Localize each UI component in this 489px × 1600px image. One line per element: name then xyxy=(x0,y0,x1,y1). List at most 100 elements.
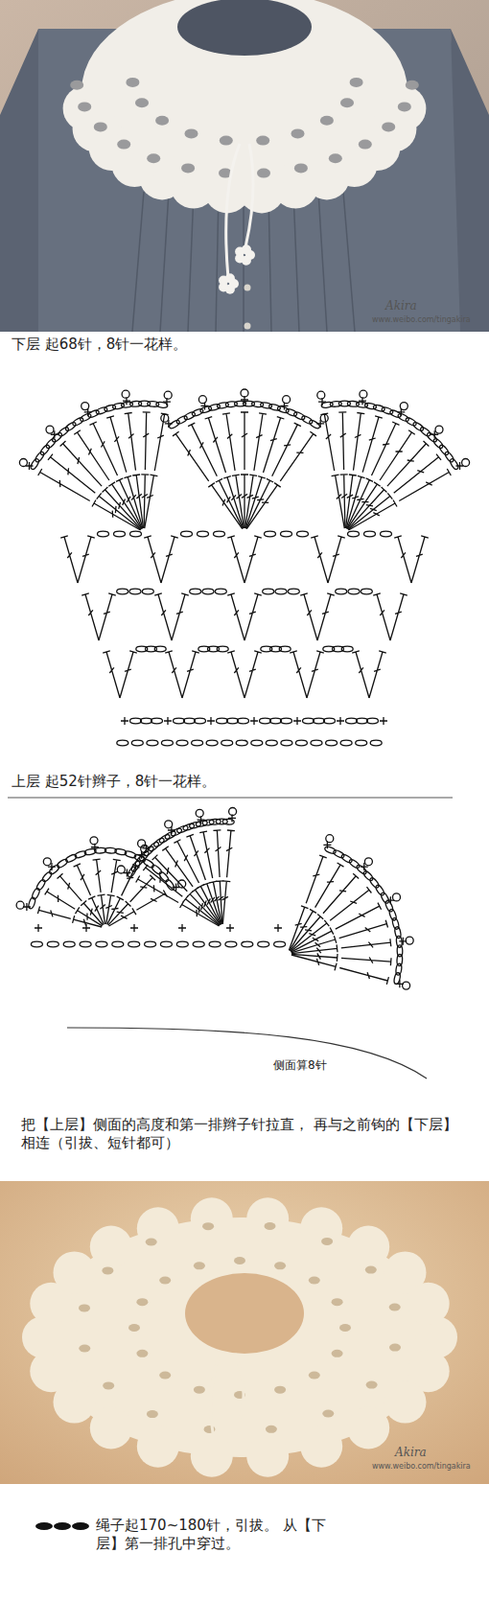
single-crochet xyxy=(240,395,249,404)
chain-stitch xyxy=(302,718,315,724)
single-crochet xyxy=(34,924,43,932)
collar-hole xyxy=(339,1324,351,1332)
chain-stitch xyxy=(287,588,300,595)
double-crochet xyxy=(109,908,137,927)
chain-stitch xyxy=(216,646,229,652)
collar-hole xyxy=(159,1277,171,1285)
picot xyxy=(46,425,54,434)
double-crochet xyxy=(111,859,121,893)
watermark: Akira xyxy=(395,1445,482,1460)
chain-stitch xyxy=(161,740,173,746)
collar-hole xyxy=(193,1261,206,1270)
photo-shirt-collar xyxy=(0,0,489,332)
collar-hole xyxy=(219,136,233,146)
chain-stitch xyxy=(280,740,293,746)
chain-stitch xyxy=(191,740,204,746)
collar-scallop xyxy=(190,1197,233,1240)
chain-stitch xyxy=(362,869,374,883)
collar-hole xyxy=(265,1425,278,1434)
chain-stitch xyxy=(364,531,376,537)
section-heading: 下层 起68针，8针一花样。 xyxy=(11,335,396,354)
collar-scallop xyxy=(246,1197,289,1240)
chain-stitch xyxy=(79,941,92,948)
picot xyxy=(161,414,169,422)
double-crochet xyxy=(37,907,70,920)
chain-stitch xyxy=(55,858,69,869)
double-crochet xyxy=(315,862,345,909)
collar-hole xyxy=(202,1222,214,1231)
collar-hole xyxy=(331,1298,344,1306)
chain-stitch xyxy=(192,941,205,948)
chain-stitch xyxy=(144,941,157,948)
double-crochet xyxy=(227,593,245,641)
double-crochet xyxy=(108,901,132,926)
double-crochet xyxy=(171,593,189,641)
double-crochet xyxy=(161,535,179,583)
picot xyxy=(195,809,204,817)
double-crochet xyxy=(172,431,210,482)
picot xyxy=(462,459,470,467)
double-crochet xyxy=(119,651,138,699)
double-crochet xyxy=(90,421,118,476)
chain-stitch xyxy=(189,588,202,595)
double-crochet xyxy=(142,412,151,470)
single-crochet xyxy=(47,862,56,871)
double-crochet xyxy=(288,906,308,951)
collar-neck xyxy=(185,1273,304,1354)
shirt-pleat xyxy=(132,191,144,332)
collar-hole xyxy=(78,1345,91,1353)
picot xyxy=(16,901,24,909)
double-crochet xyxy=(338,412,347,470)
collar-hole xyxy=(102,1381,115,1390)
double-crochet xyxy=(289,651,307,699)
double-crochet xyxy=(291,954,337,971)
collar-scallop xyxy=(63,85,110,132)
reference-curve xyxy=(67,1027,427,1079)
double-crochet xyxy=(310,535,328,583)
double-crochet xyxy=(180,901,220,927)
collar-scallop xyxy=(300,1207,343,1250)
picot xyxy=(240,389,249,397)
double-crochet xyxy=(372,593,391,641)
chain-stitch xyxy=(225,941,237,948)
chain-stitch xyxy=(280,718,293,724)
single-crochet xyxy=(84,408,93,417)
chain-stitch xyxy=(340,853,353,864)
double-crochet xyxy=(291,928,334,954)
chain-stitch xyxy=(348,858,361,870)
double-crochet xyxy=(222,413,235,471)
double-crochet xyxy=(246,478,274,529)
chain-stitch xyxy=(235,740,248,746)
collar-hole xyxy=(155,116,169,126)
chain-stitch xyxy=(438,443,450,457)
double-crochet xyxy=(351,651,370,699)
double-crochet xyxy=(186,834,206,881)
collar-hole xyxy=(159,1372,171,1380)
instruction-note: 把【上层】侧面的高度和第一排辫子针拉直， 再与之前钩的【下层】相连（引拔、短针都… xyxy=(21,1116,463,1153)
double-crochet xyxy=(353,413,366,471)
collar-scallop xyxy=(137,1207,180,1250)
chain-stitch xyxy=(227,718,239,724)
double-crochet xyxy=(245,474,258,529)
collar-scallop xyxy=(384,1381,427,1424)
shirt-pleat xyxy=(268,191,272,332)
chain-stitch xyxy=(380,531,393,537)
double-crochet xyxy=(60,535,78,583)
chain-stitch xyxy=(262,588,275,595)
double-crochet xyxy=(300,593,318,641)
single-crochet xyxy=(23,903,31,911)
chain-stitch xyxy=(448,458,460,471)
double-crochet xyxy=(240,412,249,470)
chain-stitch xyxy=(259,718,272,724)
double-crochet xyxy=(244,651,262,699)
chain-stitch xyxy=(129,588,141,595)
double-crochet xyxy=(291,935,337,954)
chain-stitch xyxy=(146,740,159,746)
double-crochet xyxy=(47,454,95,494)
collar-hole xyxy=(146,1410,159,1419)
double-crochet xyxy=(152,855,188,892)
chain-stitch xyxy=(176,824,189,835)
collar-scallop xyxy=(246,1435,289,1478)
collar-hole xyxy=(322,1410,334,1419)
double-crochet xyxy=(362,416,383,473)
